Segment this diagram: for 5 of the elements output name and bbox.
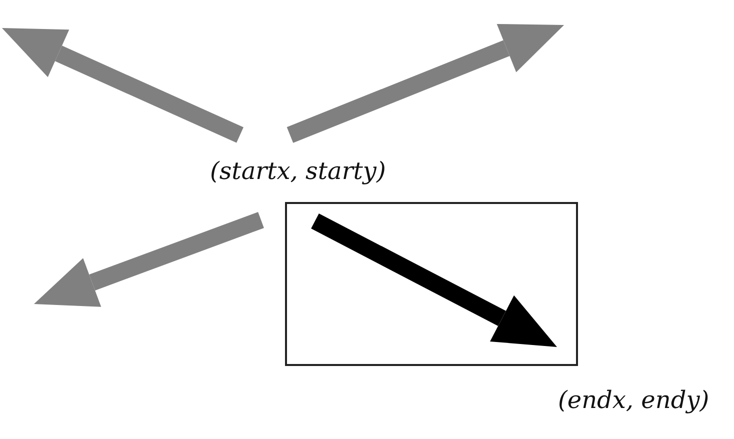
coordinate-label: (endx, endy) <box>558 386 710 415</box>
arrow <box>286 24 564 143</box>
arrow <box>2 28 244 143</box>
arrow <box>34 212 264 307</box>
coordinate-label: (startx, starty) <box>210 157 386 186</box>
